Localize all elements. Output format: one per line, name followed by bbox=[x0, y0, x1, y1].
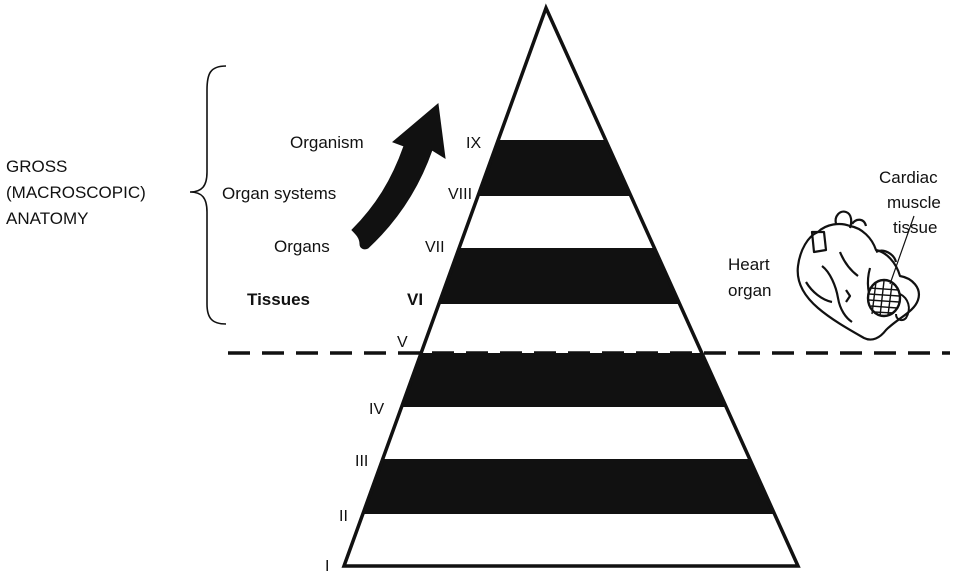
cardiac-tissue-label-line3: tissue bbox=[893, 218, 937, 237]
cardiac-tissue-label-line1: Cardiac bbox=[879, 168, 938, 187]
heart-organ-label-line2: organ bbox=[728, 281, 771, 300]
pyramid-band-level-4 bbox=[402, 353, 727, 407]
cardiac-tissue-label-line2: muscle bbox=[887, 193, 941, 212]
level-numeral-8: VIII bbox=[448, 186, 472, 203]
upward-arrow-icon bbox=[352, 104, 445, 249]
level-label-organs: Organs bbox=[274, 237, 330, 256]
level-numeral-7: VII bbox=[425, 239, 445, 256]
level-numeral-1: I bbox=[325, 558, 329, 573]
level-numeral-6: VI bbox=[407, 290, 423, 309]
gross-anatomy-label-line1: GROSS bbox=[6, 157, 67, 176]
pyramid-band-level-7 bbox=[459, 196, 654, 248]
cardiac-muscle-tissue-patch bbox=[868, 280, 909, 320]
level-numeral-3: III bbox=[355, 453, 368, 470]
pyramid-band-level-5 bbox=[421, 304, 702, 353]
level-label-organ-systems: Organ systems bbox=[222, 184, 336, 203]
gross-anatomy-brace bbox=[190, 66, 226, 324]
level-numeral-2: II bbox=[339, 508, 348, 525]
level-label-organism: Organism bbox=[290, 133, 364, 152]
level-numeral-4: IV bbox=[369, 401, 384, 418]
pyramid-band-level-1 bbox=[344, 514, 798, 566]
level-label-tissues: Tissues bbox=[247, 290, 310, 309]
pyramid-band-level-3 bbox=[383, 407, 750, 459]
pyramid-band-level-2 bbox=[363, 459, 775, 514]
heart-organ-label-line1: Heart bbox=[728, 255, 770, 274]
gross-anatomy-label-line3: ANATOMY bbox=[6, 209, 89, 228]
level-numeral-5: V bbox=[397, 334, 408, 351]
gross-anatomy-label-line2: (MACROSCOPIC) bbox=[6, 183, 146, 202]
pyramid-band-level-9 bbox=[498, 8, 605, 140]
pyramid-band-level-6 bbox=[439, 248, 680, 304]
level-numeral-9: IX bbox=[466, 135, 481, 152]
